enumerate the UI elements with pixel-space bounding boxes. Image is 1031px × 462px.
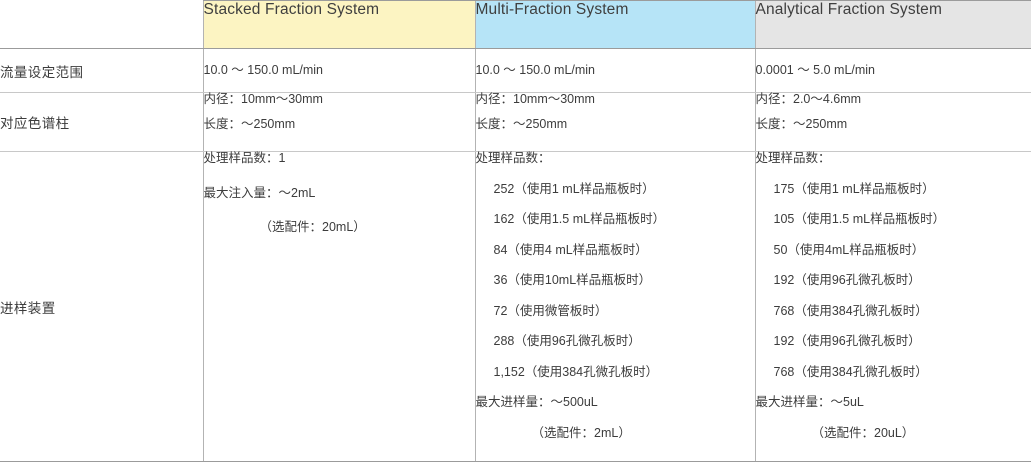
- cell-column-analytical: 内径：2.0～4.6mm 长度：～250mm: [754, 92, 1031, 152]
- value-text: 768（使用384孔微孔板时）: [773, 303, 928, 318]
- value-text: 0.0001 ～ 5.0 mL/min: [755, 63, 876, 78]
- value-text: 192（使用96孔微孔板时）: [773, 273, 921, 287]
- value-text: 162（使用1.5 mL样品瓶板时）: [493, 212, 666, 226]
- value-text: 1,152（使用384孔微孔板时）: [493, 364, 659, 379]
- corner-blank-cell: [0, 0, 203, 49]
- value-text: 105（使用1.5 mL样品瓶板时）: [773, 212, 946, 226]
- table-body: 流量设定范围 10.0 ～ 150.0 mL/min 10.0 ～ 150.0 …: [0, 48, 1031, 462]
- table-row-injection-device: 进样装置 处理样品数：1 最大注入量：～2mL （选配件：20mL） 处理样品数…: [0, 151, 1031, 462]
- value-text: 192（使用96孔微孔板时）: [773, 334, 921, 348]
- value-text: 处理样品数：: [755, 151, 831, 165]
- cell-column-stacked: 内径：10mm～30mm 长度：～250mm: [202, 92, 475, 152]
- value-text: 最大注入量：～2mL: [203, 185, 316, 200]
- column-header-analytical-fraction-system: Analytical Fraction System: [754, 0, 1031, 49]
- value-text: 10.0 ～ 150.0 mL/min: [203, 63, 324, 78]
- cell-flow-rate-analytical: 0.0001 ～ 5.0 mL/min: [754, 48, 1031, 93]
- table-header: Stacked Fraction System Multi-Fraction S…: [0, 0, 1031, 49]
- cell-column-multi: 内径：10mm～30mm 长度：～250mm: [474, 92, 755, 152]
- cell-injection-stacked: 处理样品数：1 最大注入量：～2mL （选配件：20mL）: [202, 151, 475, 462]
- column-header-stacked-fraction-system: Stacked Fraction System: [202, 0, 475, 49]
- value-text-optional: （选配件：20uL）: [811, 425, 915, 440]
- cell-flow-rate-stacked: 10.0 ～ 150.0 mL/min: [202, 48, 475, 93]
- value-text: 10.0 ～ 150.0 mL/min: [475, 63, 596, 78]
- table-row-flow-rate: 流量设定范围 10.0 ～ 150.0 mL/min 10.0 ～ 150.0 …: [0, 48, 1031, 93]
- value-text: 长度：～250mm: [475, 116, 568, 131]
- value-text: 长度：～250mm: [755, 116, 848, 131]
- value-text: 内径：2.0～4.6mm: [755, 92, 862, 106]
- value-text: 768（使用384孔微孔板时）: [773, 364, 928, 379]
- value-text: 最大进样量：～5uL: [755, 395, 864, 409]
- value-text: 72（使用微管板时）: [493, 303, 608, 318]
- cell-flow-rate-multi: 10.0 ～ 150.0 mL/min: [474, 48, 755, 93]
- value-text: 内径：10mm～30mm: [203, 92, 323, 106]
- value-text: 内径：10mm～30mm: [475, 92, 595, 106]
- row-label-injection-device: 进样装置: [0, 151, 203, 462]
- value-text-optional: （选配件：2mL）: [531, 425, 631, 440]
- value-text: 252（使用1 mL样品瓶板时）: [493, 181, 655, 196]
- value-text: 84（使用4 mL样品瓶板时）: [493, 242, 648, 257]
- cell-injection-analytical: 处理样品数： 175（使用1 mL样品瓶板时） 105（使用1.5 mL样品瓶板…: [754, 151, 1031, 462]
- value-text: 36（使用10mL样品瓶板时）: [493, 273, 652, 287]
- value-text-optional: （选配件：20mL）: [259, 220, 366, 234]
- row-label-column: 对应色谱柱: [0, 92, 203, 152]
- header-row: Stacked Fraction System Multi-Fraction S…: [0, 0, 1031, 49]
- value-text: 175（使用1 mL样品瓶板时）: [773, 181, 935, 196]
- table-row-column: 对应色谱柱 内径：10mm～30mm 长度：～250mm 内径：10mm～30m…: [0, 92, 1031, 152]
- value-text: 长度：～250mm: [203, 116, 296, 131]
- cell-injection-multi: 处理样品数： 252（使用1 mL样品瓶板时） 162（使用1.5 mL样品瓶板…: [474, 151, 755, 462]
- value-text: 50（使用4mL样品瓶板时）: [773, 242, 925, 257]
- column-header-multi-fraction-system: Multi-Fraction System: [474, 0, 755, 49]
- value-text: 最大进样量：～500uL: [475, 395, 598, 409]
- value-text: 处理样品数：: [475, 151, 551, 165]
- value-text: 处理样品数：1: [203, 151, 286, 165]
- row-label-flow-rate: 流量设定范围: [0, 48, 203, 93]
- value-text: 288（使用96孔微孔板时）: [493, 334, 641, 348]
